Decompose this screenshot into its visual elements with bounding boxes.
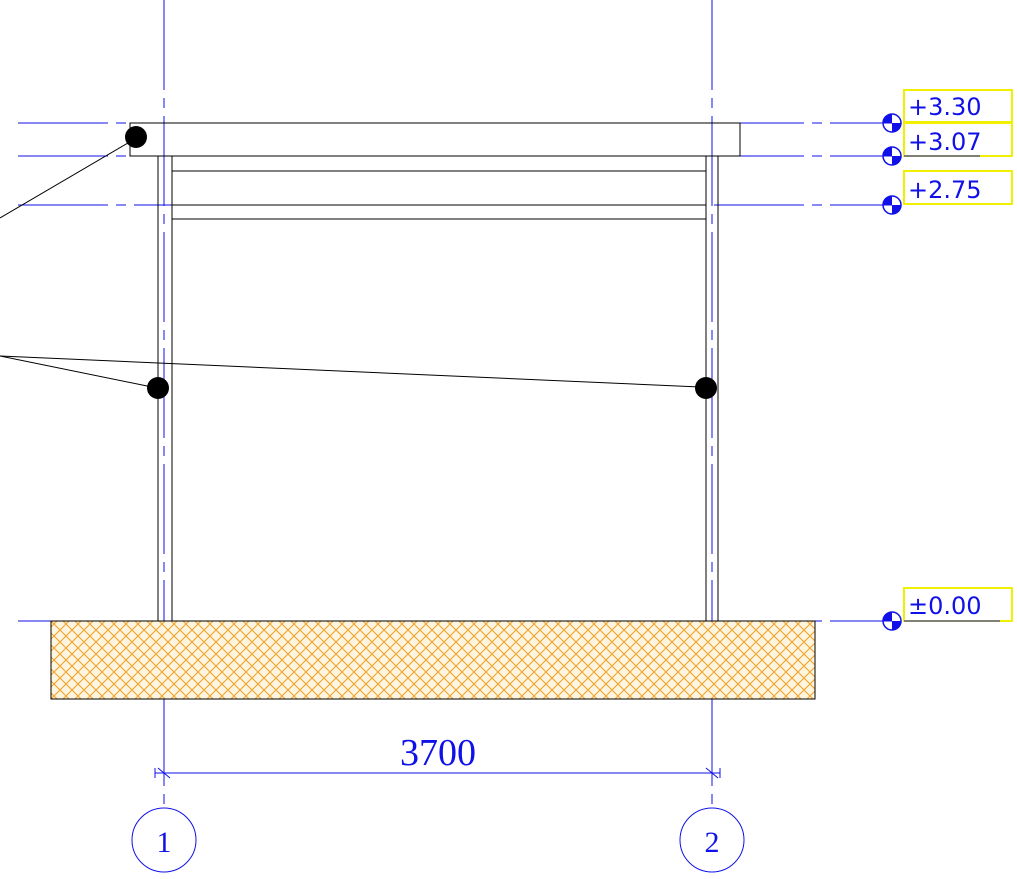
level-label-2-75: +2.75: [908, 176, 982, 204]
beam-lower: [171, 204, 707, 220]
grid-bubble-1: [131, 807, 197, 873]
marker-dot-column-right: [695, 377, 717, 399]
level-marker-2-75: +2.75: [882, 170, 1013, 215]
level-label-0-00: ±0.00: [908, 592, 982, 620]
grid-bubble-2: [679, 807, 745, 873]
roof-slab: [129, 122, 741, 157]
foundation-hatch: [50, 620, 816, 700]
marker-dot-roof: [125, 126, 147, 148]
level-marker-3-30: +3.30: [882, 89, 1013, 133]
grid-label-2: 2: [705, 826, 720, 859]
grid-label-1: 1: [157, 826, 172, 859]
dimension-line: [154, 767, 721, 779]
marker-dot-column-left: [147, 377, 169, 399]
leader-line-column-left: [0, 355, 153, 388]
level-marker-0-00: ±0.00: [882, 587, 1013, 631]
level-label-3-07: +3.07: [908, 128, 982, 156]
level-marker-3-07: +3.07: [882, 122, 1013, 166]
leader-line-roof: [0, 139, 134, 219]
level-label-3-30: +3.30: [908, 93, 982, 121]
dimension-value: 3700: [400, 732, 476, 774]
leader-line-column-right: [0, 355, 701, 388]
